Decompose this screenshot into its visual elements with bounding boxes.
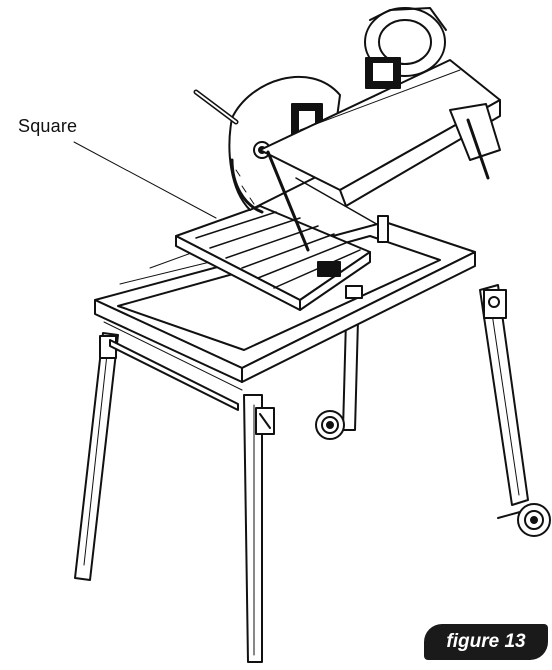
leg-brackets xyxy=(100,290,506,434)
motor-arm xyxy=(260,8,500,250)
figure-badge-text: figure 13 xyxy=(446,631,526,652)
sliding-cart xyxy=(176,206,370,310)
figure-badge: figure 13 xyxy=(424,624,548,660)
callout-leader-line xyxy=(74,142,216,218)
stand-legs xyxy=(75,285,528,662)
wheels xyxy=(316,411,550,536)
callout-square-label: Square xyxy=(18,116,78,136)
